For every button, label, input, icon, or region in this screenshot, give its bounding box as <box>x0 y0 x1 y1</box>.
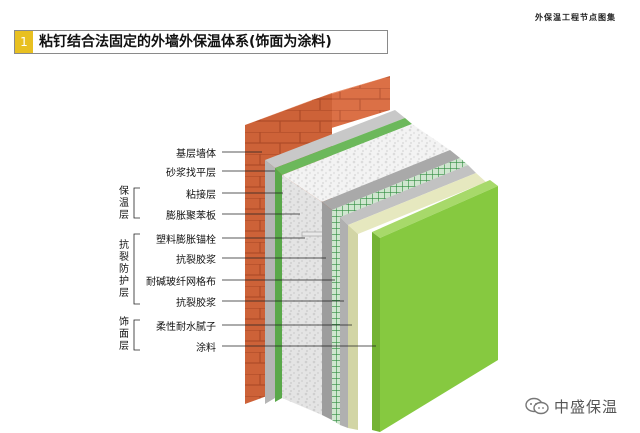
label-adhesive: 粘接层 <box>186 190 216 201</box>
label-anchor-bolt: 塑料膨胀锚栓 <box>156 235 216 246</box>
label-putty: 柔性耐水腻子 <box>156 322 216 333</box>
mortar-layer <box>265 110 405 404</box>
header-caption: 外保温工程节点图集 <box>535 12 616 22</box>
label-coating: 涂料 <box>196 343 216 354</box>
wechat-icon <box>525 397 549 415</box>
group-crack-protection-layer: 抗裂防护层 <box>119 240 129 299</box>
group-finish-layer: 饰面层 <box>119 317 129 352</box>
group-insulation-layer: 保温层 <box>119 186 129 221</box>
coating-panel <box>372 180 498 432</box>
label-mortar-levelling: 砂浆找平层 <box>166 168 216 179</box>
crack-mortar-outer <box>340 165 476 428</box>
label-fiber-mesh: 耐碱玻纤网格布 <box>146 277 216 288</box>
watermark: 中盛保温 <box>524 396 618 416</box>
page-title: 粘钉结合法固定的外墙外保温体系(饰面为涂料) <box>39 34 332 50</box>
crack-mortar-inner <box>322 150 460 420</box>
label-eps-board: 膨胀聚苯板 <box>166 211 216 222</box>
label-base-wall: 基层墙体 <box>176 149 216 160</box>
title-marker: 1 <box>15 31 33 53</box>
label-crack-mortar-2: 抗裂胶浆 <box>176 298 216 309</box>
fiber-mesh <box>332 158 468 425</box>
leader-lines <box>222 151 376 347</box>
putty-layer <box>348 173 486 430</box>
label-crack-mortar-1: 抗裂胶浆 <box>176 255 216 266</box>
title-bar: 1 粘钉结合法固定的外墙外保温体系(饰面为涂料) <box>14 30 388 54</box>
group-brackets <box>133 187 140 351</box>
watermark-text: 中盛保温 <box>554 397 619 416</box>
adhesive-layer <box>275 118 412 402</box>
